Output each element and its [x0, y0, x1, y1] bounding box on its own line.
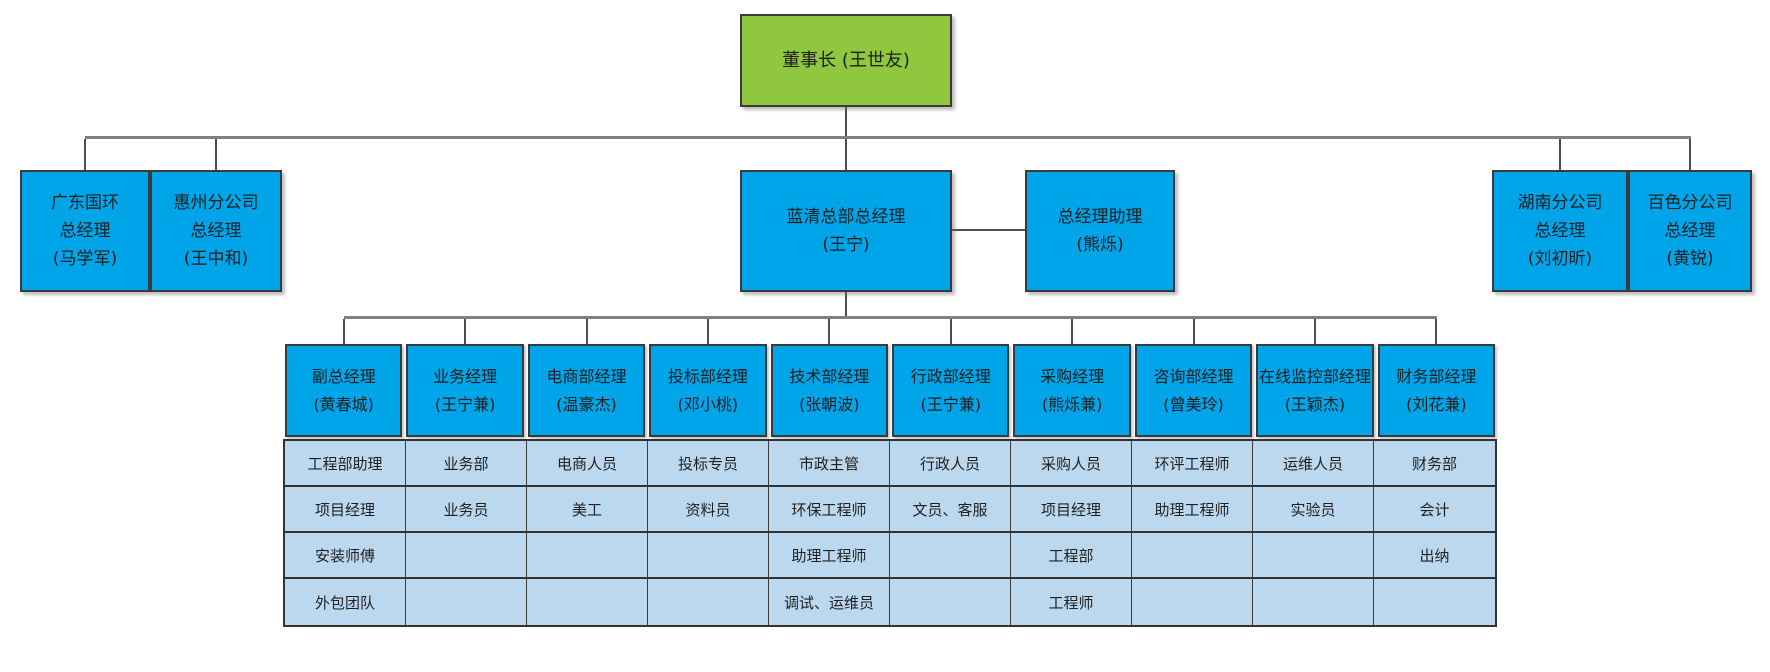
hunan-gm-box: 湖南分公司 总经理 (刘初昕)	[1492, 170, 1628, 292]
online-monitoring-manager-label: 在线监控部经理 (王颖杰)	[1258, 367, 1371, 414]
manager-row: 副总经理 (黄春城) 业务经理 (王宁兼) 电商部经理 (温豪杰) 投标部经理 …	[283, 344, 1497, 437]
tech-manager-box: 技术部经理 (张朝波)	[770, 344, 889, 437]
grid-cell: 工程部	[1011, 533, 1132, 579]
grid-cell	[890, 579, 1011, 625]
connector-drop-huizhou	[215, 139, 217, 170]
bidding-manager-label: 投标部经理 (邓小桃)	[667, 367, 748, 414]
connector-drop-mgr-4	[707, 319, 709, 344]
grid-cell: 工程部助理	[285, 441, 406, 487]
online-monitoring-manager-box: 在线监控部经理 (王颖杰)	[1256, 344, 1374, 437]
huizhou-gm-label: 惠州分公司 总经理 (王中和)	[173, 192, 259, 270]
hunan-gm-label: 湖南分公司 总经理 (刘初昕)	[1517, 192, 1603, 270]
grid-cell	[527, 533, 648, 579]
gm-assistant-box: 总经理助理 (熊烁)	[1025, 170, 1175, 292]
grid-cell	[1132, 579, 1253, 625]
grid-cell: 投标专员	[648, 441, 769, 487]
connector-rail-level2	[85, 136, 1691, 139]
ecommerce-manager-box: 电商部经理 (温豪杰)	[527, 344, 646, 437]
business-manager-box: 业务经理 (王宁兼)	[406, 344, 524, 437]
grid-cell	[1132, 533, 1253, 579]
grid-cell	[1253, 533, 1374, 579]
grid-cell: 文员、客服	[890, 487, 1011, 533]
grid-cell: 实验员	[1253, 487, 1374, 533]
staff-grid: 工程部助理 业务部 电商人员 投标专员 市政主管 行政人员 采购人员 环评工程师…	[283, 439, 1497, 627]
connector-drop-mgr-7	[1071, 319, 1073, 344]
grid-cell: 项目经理	[285, 487, 406, 533]
grid-cell: 采购人员	[1011, 441, 1132, 487]
grid-cell: 出纳	[1374, 533, 1495, 579]
connector-drop-baise	[1689, 139, 1691, 170]
grid-cell: 美工	[527, 487, 648, 533]
grid-cell: 安装师傅	[285, 533, 406, 579]
connector-lanqing-down	[845, 292, 847, 318]
finance-manager-box: 财务部经理 (刘花兼)	[1377, 344, 1496, 437]
connector-drop-gd	[84, 139, 86, 170]
gd-guohuan-gm-box: 广东国环 总经理 (马学军)	[20, 170, 150, 292]
connector-drop-hunan	[1559, 139, 1561, 170]
connector-assistant	[952, 229, 1025, 231]
grid-cell	[648, 579, 769, 625]
grid-cell	[406, 579, 527, 625]
connector-rail-managers	[344, 316, 1437, 319]
grid-cell: 行政人员	[890, 441, 1011, 487]
grid-cell: 工程师	[1011, 579, 1132, 625]
grid-cell: 电商人员	[527, 441, 648, 487]
admin-manager-label: 行政部经理 (王宁兼)	[910, 367, 991, 414]
grid-cell: 环评工程师	[1132, 441, 1253, 487]
lanqing-hq-gm-box: 蓝清总部总经理 (王宁)	[740, 170, 952, 292]
chairman-box: 董事长 (王世友)	[740, 14, 952, 107]
deputy-gm-box: 副总经理 (黄春城)	[285, 344, 403, 437]
grid-cell: 会计	[1374, 487, 1495, 533]
grid-cell: 资料员	[648, 487, 769, 533]
baise-gm-label: 百色分公司 总经理 (黄锐)	[1647, 192, 1733, 270]
connector-drop-lanqing	[845, 139, 847, 170]
baise-gm-box: 百色分公司 总经理 (黄锐)	[1628, 170, 1752, 292]
procurement-manager-label: 采购经理 (熊烁兼)	[1040, 367, 1105, 414]
gm-assistant-label: 总经理助理 (熊烁)	[1057, 206, 1143, 255]
admin-manager-box: 行政部经理 (王宁兼)	[892, 344, 1010, 437]
grid-cell	[1253, 579, 1374, 625]
consulting-manager-box: 咨询部经理 (曾美玲)	[1134, 344, 1253, 437]
connector-drop-mgr-9	[1314, 319, 1316, 344]
grid-cell: 运维人员	[1253, 441, 1374, 487]
connector-drop-mgr-5	[828, 319, 830, 344]
procurement-manager-box: 采购经理 (熊烁兼)	[1013, 344, 1131, 437]
grid-cell	[648, 533, 769, 579]
consulting-manager-label: 咨询部经理 (曾美玲)	[1153, 367, 1234, 414]
grid-cell: 外包团队	[285, 579, 406, 625]
grid-cell: 助理工程师	[1132, 487, 1253, 533]
grid-cell: 项目经理	[1011, 487, 1132, 533]
connector-drop-mgr-3	[586, 319, 588, 344]
connector-drop-mgr-8	[1193, 319, 1195, 344]
grid-cell: 业务员	[406, 487, 527, 533]
chairman-label: 董事长 (王世友)	[782, 49, 910, 71]
tech-manager-label: 技术部经理 (张朝波)	[789, 367, 870, 414]
grid-cell: 财务部	[1374, 441, 1495, 487]
connector-drop-mgr-2	[464, 319, 466, 344]
grid-cell	[527, 579, 648, 625]
connector-root-down	[845, 107, 847, 138]
ecommerce-manager-label: 电商部经理 (温豪杰)	[546, 367, 627, 414]
deputy-gm-label: 副总经理 (黄春城)	[311, 367, 376, 414]
grid-cell: 调试、运维员	[769, 579, 890, 625]
connector-drop-mgr-1	[343, 319, 345, 344]
finance-manager-label: 财务部经理 (刘花兼)	[1396, 367, 1477, 414]
gd-guohuan-gm-label: 广东国环 总经理 (马学军)	[51, 192, 119, 270]
grid-cell: 市政主管	[769, 441, 890, 487]
connector-drop-mgr-6	[950, 319, 952, 344]
grid-cell: 业务部	[406, 441, 527, 487]
bidding-manager-box: 投标部经理 (邓小桃)	[649, 344, 767, 437]
huizhou-gm-box: 惠州分公司 总经理 (王中和)	[150, 170, 282, 292]
grid-cell	[406, 533, 527, 579]
grid-cell: 助理工程师	[769, 533, 890, 579]
business-manager-label: 业务经理 (王宁兼)	[433, 367, 498, 414]
grid-cell	[1374, 579, 1495, 625]
grid-cell	[890, 533, 1011, 579]
connector-drop-mgr-10	[1435, 319, 1437, 344]
grid-cell: 环保工程师	[769, 487, 890, 533]
lanqing-hq-gm-label: 蓝清总部总经理 (王宁)	[786, 206, 906, 255]
